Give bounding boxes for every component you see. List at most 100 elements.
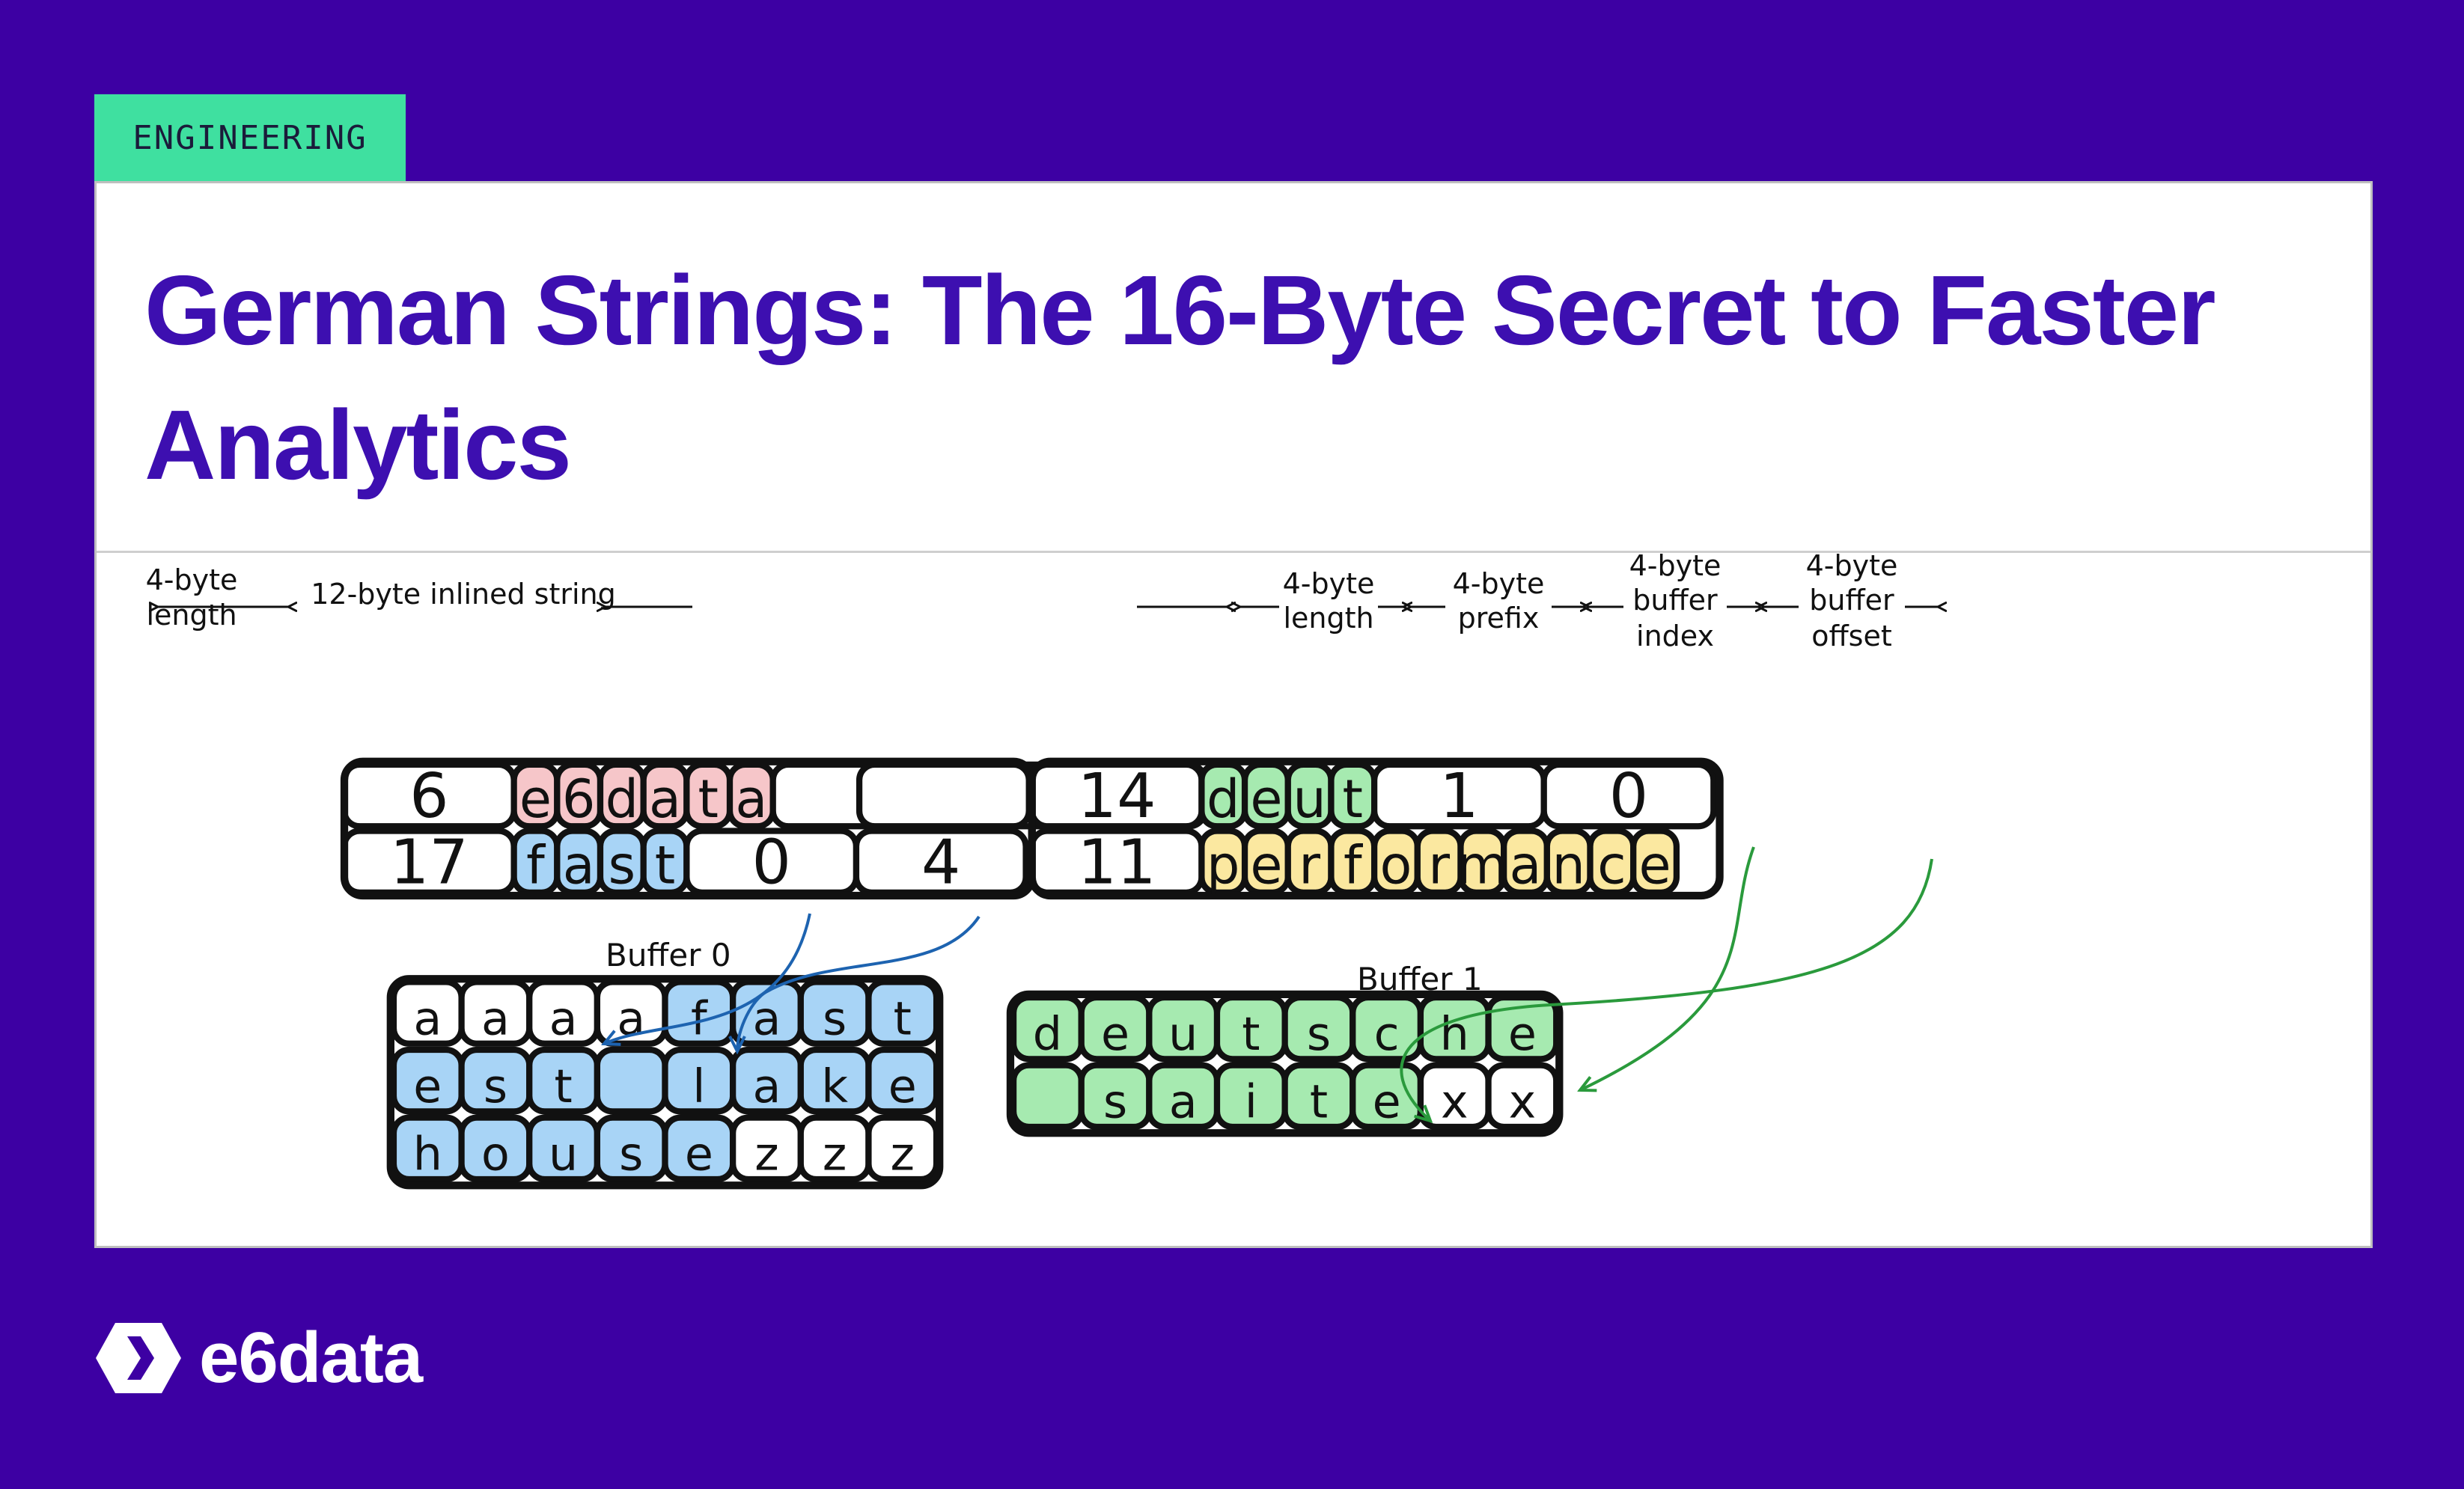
- right-row1-char10-text: e: [1638, 835, 1671, 896]
- buffer1-r1c0-cell: [1010, 1062, 1085, 1131]
- buffer0-r1c6-text: k: [821, 1060, 848, 1113]
- left-row1-char2-text: s: [609, 835, 636, 896]
- right-row0-char3-text: t: [1343, 768, 1363, 830]
- right-row0-char1-text: e: [1250, 768, 1282, 830]
- buffer0-r1c7-text: e: [888, 1060, 917, 1113]
- right-row1-char7-text: a: [1510, 835, 1542, 896]
- buffer0-r1c1-text: s: [484, 1060, 507, 1113]
- left-row0-char5-text: a: [735, 768, 767, 830]
- left-row0-char0-text: e: [519, 768, 552, 830]
- right-row1-char4-text: o: [1380, 835, 1412, 896]
- left-row0-char3-text: a: [649, 768, 681, 830]
- buffer1-r0c7-text: e: [1508, 1007, 1537, 1061]
- buffer0-r0c7-text: t: [894, 991, 912, 1045]
- buffer0-r0c1-text: a: [481, 991, 510, 1045]
- buffer0-label: Buffer 0: [606, 937, 731, 973]
- buffer1-r1c3-text: i: [1245, 1075, 1257, 1129]
- right-row1-char2-text: r: [1299, 835, 1320, 896]
- arrow-index1-to-buffer1: [1580, 846, 1755, 1090]
- right-row1-length-text: 11: [1078, 828, 1156, 899]
- buffer1-r1c7-text: x: [1509, 1075, 1537, 1129]
- buffer1-r0c6-text: h: [1440, 1007, 1469, 1061]
- buffer1-r0c4-text: s: [1307, 1007, 1331, 1061]
- header-right-length-line1: 4-byte: [1283, 567, 1375, 600]
- buffer0-r0c2-text: a: [549, 991, 578, 1045]
- header-prefix-line1: 4-byte: [1453, 567, 1545, 600]
- buffer0-r0c0-text: a: [413, 991, 442, 1045]
- header-left-length-line1: 4-byte: [146, 563, 238, 596]
- article-card[interactable]: German Strings: The 16-Byte Secret to Fa…: [94, 181, 2373, 1248]
- buffer1-r1c5-text: e: [1373, 1075, 1401, 1129]
- buffer0-r1c5-text: a: [753, 1060, 781, 1113]
- buffer0-r2c6-text: z: [823, 1128, 847, 1181]
- buffer0-frame: [386, 975, 944, 1190]
- category-tag[interactable]: ENGINEERING: [94, 94, 406, 181]
- header-offset-line3: offset: [1811, 620, 1892, 652]
- arrow-offset4-to-buffer0: [737, 915, 981, 1051]
- left-row0-char2-text: d: [606, 768, 638, 830]
- header-inlined-string: 12-byte inlined string: [311, 578, 616, 611]
- buffer0-r2c1-text: o: [481, 1128, 510, 1181]
- buffer0-r1c4-text: l: [692, 1060, 705, 1113]
- buffer0-r2c0-text: h: [413, 1128, 442, 1181]
- arrow-offset0-to-buffer1: [1400, 858, 1933, 1121]
- header-index-line3: index: [1636, 620, 1714, 652]
- left-row0-char1-text: 6: [562, 768, 596, 830]
- buffer1-r0c5-text: c: [1374, 1007, 1400, 1061]
- header-index-line1: 4-byte: [1629, 553, 1722, 582]
- e6data-logo-icon: [96, 1323, 181, 1393]
- right-row0-buffer-offset-text: 0: [1609, 761, 1648, 832]
- right-row1-char3-text: f: [1344, 835, 1363, 896]
- buffer1-r0c1-text: e: [1101, 1007, 1129, 1061]
- buffer0-r0c6-text: s: [823, 991, 847, 1045]
- buffer1-r1c1-text: s: [1103, 1075, 1127, 1129]
- right-row1-char0-text: p: [1207, 835, 1239, 896]
- buffer0-r1c0-text: e: [413, 1060, 442, 1113]
- right-row0-char0-text: d: [1207, 768, 1239, 830]
- right-row1-char8-text: n: [1552, 835, 1585, 896]
- right-table-frame: [1028, 757, 1724, 900]
- header-offset-line1: 4-byte: [1806, 553, 1898, 582]
- buffer1-r0c0-text: d: [1033, 1007, 1062, 1061]
- buffer1-r0c2-text: u: [1168, 1007, 1198, 1061]
- left-row1-char3-text: t: [655, 835, 675, 896]
- buffer1-r1c4-text: t: [1310, 1075, 1328, 1129]
- right-row1-char1-text: e: [1250, 835, 1282, 896]
- left-row1-extra0-text: 0: [751, 828, 790, 899]
- right-row1-char6-text: m: [1457, 835, 1507, 896]
- buffer0-r1c2-text: t: [554, 1060, 572, 1113]
- left-row1-extra1-text: 4: [921, 828, 960, 899]
- buffer1-frame: [1006, 990, 1564, 1137]
- left-row0-empty-cell: [856, 761, 1032, 830]
- left-row1-char1-text: a: [563, 835, 595, 896]
- buffer0-r2c5-text: z: [754, 1128, 778, 1181]
- card-divider: [97, 551, 2370, 553]
- buffer0-r1c3-cell: [594, 1046, 668, 1115]
- right-row1-char9-text: c: [1597, 835, 1626, 896]
- header-index-line2: buffer: [1632, 584, 1718, 617]
- buffer1-label: Buffer 1: [1357, 961, 1483, 997]
- buffer0-r2c2-text: u: [549, 1128, 578, 1181]
- left-row0-char4-text: t: [698, 768, 718, 830]
- left-row0-length-text: 6: [409, 761, 448, 832]
- buffer0-r2c3-text: s: [619, 1128, 643, 1181]
- buffer1-r1c6-text: x: [1441, 1075, 1469, 1129]
- right-row0-length-text: 14: [1078, 761, 1156, 832]
- header-left-length-line2: length: [146, 599, 237, 632]
- buffer0-r2c4-text: e: [685, 1128, 713, 1181]
- buffer1-r0c3-text: t: [1242, 1007, 1260, 1061]
- buffer0-r0c4-text: f: [691, 991, 708, 1045]
- right-row0-buffer-index-text: 1: [1439, 761, 1478, 832]
- right-row1-char5-text: r: [1428, 835, 1450, 896]
- header-prefix-line2: prefix: [1458, 602, 1540, 635]
- buffer0-r2c7-text: z: [891, 1128, 915, 1181]
- header-offset-line2: buffer: [1809, 584, 1894, 617]
- header-right-length-line2: length: [1283, 602, 1373, 635]
- brand-wordmark: e6data: [199, 1318, 423, 1398]
- arrow-offset0-to-buffer0: [604, 913, 811, 1044]
- brand-logo[interactable]: e6data: [94, 1317, 423, 1399]
- left-row1-char0-text: f: [526, 835, 546, 896]
- buffer1-r1c2-text: a: [1169, 1075, 1198, 1129]
- left-row1-length-text: 17: [390, 828, 469, 899]
- german-strings-diagram: 4-byte length 12-byte inlined string 4-b…: [146, 553, 2372, 1190]
